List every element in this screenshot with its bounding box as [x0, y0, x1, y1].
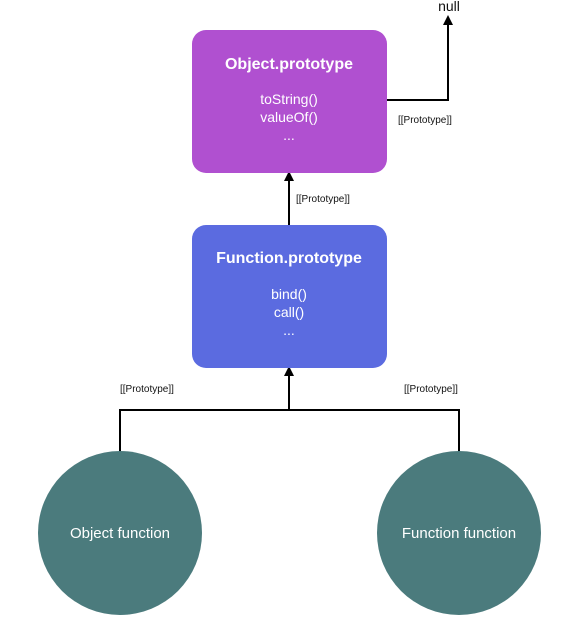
function-prototype-box: [192, 225, 387, 368]
function-prototype-title: Function.prototype: [216, 250, 362, 267]
function-function-label: Function function: [402, 525, 516, 542]
edge-function-function-to-function-prototype: [289, 409, 460, 452]
edge-label-object-prototype-to-null: [[Prototype]]: [398, 115, 452, 126]
edge-object-prototype-to-null: [387, 15, 453, 101]
object-function-node: Object function: [38, 451, 202, 615]
object-function-label: Object function: [70, 525, 170, 542]
null-node-label: null: [438, 0, 460, 14]
function-function-circle: [377, 451, 541, 615]
function-prototype-node: Function.prototype bind() call() ...: [192, 225, 387, 368]
edge-label-object-function-to-function-prototype: [[Prototype]]: [120, 384, 174, 395]
object-prototype-member: ...: [283, 127, 295, 143]
object-prototype-box: [192, 30, 387, 173]
edge-label-function-function-to-function-prototype: [[Prototype]]: [404, 384, 458, 395]
function-prototype-member: bind(): [271, 286, 307, 302]
function-function-node: Function function: [377, 451, 541, 615]
object-prototype-node: Object.prototype toString() valueOf() ..…: [192, 30, 387, 173]
object-prototype-member: valueOf(): [260, 109, 318, 125]
object-prototype-title: Object.prototype: [225, 56, 353, 73]
edge-object-function-to-function-prototype: [119, 409, 289, 452]
function-prototype-member: call(): [274, 304, 304, 320]
edge-label-function-prototype-to-object-prototype: [[Prototype]]: [296, 194, 350, 205]
object-function-circle: [38, 451, 202, 615]
function-prototype-member: ...: [283, 322, 295, 338]
object-prototype-member: toString(): [260, 91, 318, 107]
